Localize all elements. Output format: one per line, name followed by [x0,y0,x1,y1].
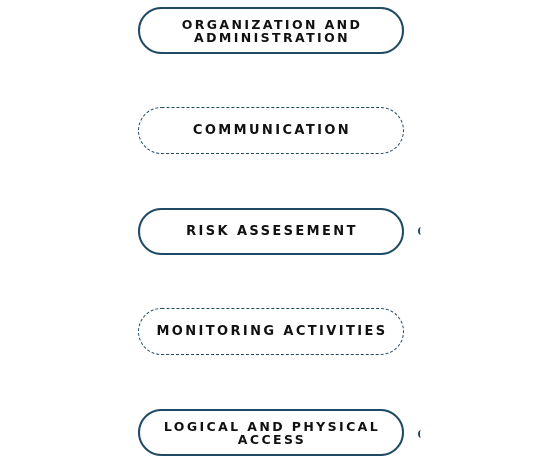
node-risk-assesement: RISK ASSESEMENT [138,208,404,255]
node-label: MONITORING ACTIVITIES [156,324,388,339]
node-label: RISK ASSESEMENT [186,224,358,239]
connector-marker [418,430,424,438]
node-monitoring-activities: MONITORING ACTIVITIES [138,308,404,355]
node-label: ORGANIZATION AND ADMINISTRATION [181,16,363,45]
node-logical-and-physical-access: LOGICAL AND PHYSICAL ACCESS [138,409,404,456]
node-label: LOGICAL AND PHYSICAL ACCESS [163,418,381,447]
node-organization-and-administration: ORGANIZATION AND ADMINISTRATION [138,7,404,54]
node-label: COMMUNICATION [192,123,352,138]
node-communication: COMMUNICATION [138,107,404,154]
connector-marker [418,227,424,235]
